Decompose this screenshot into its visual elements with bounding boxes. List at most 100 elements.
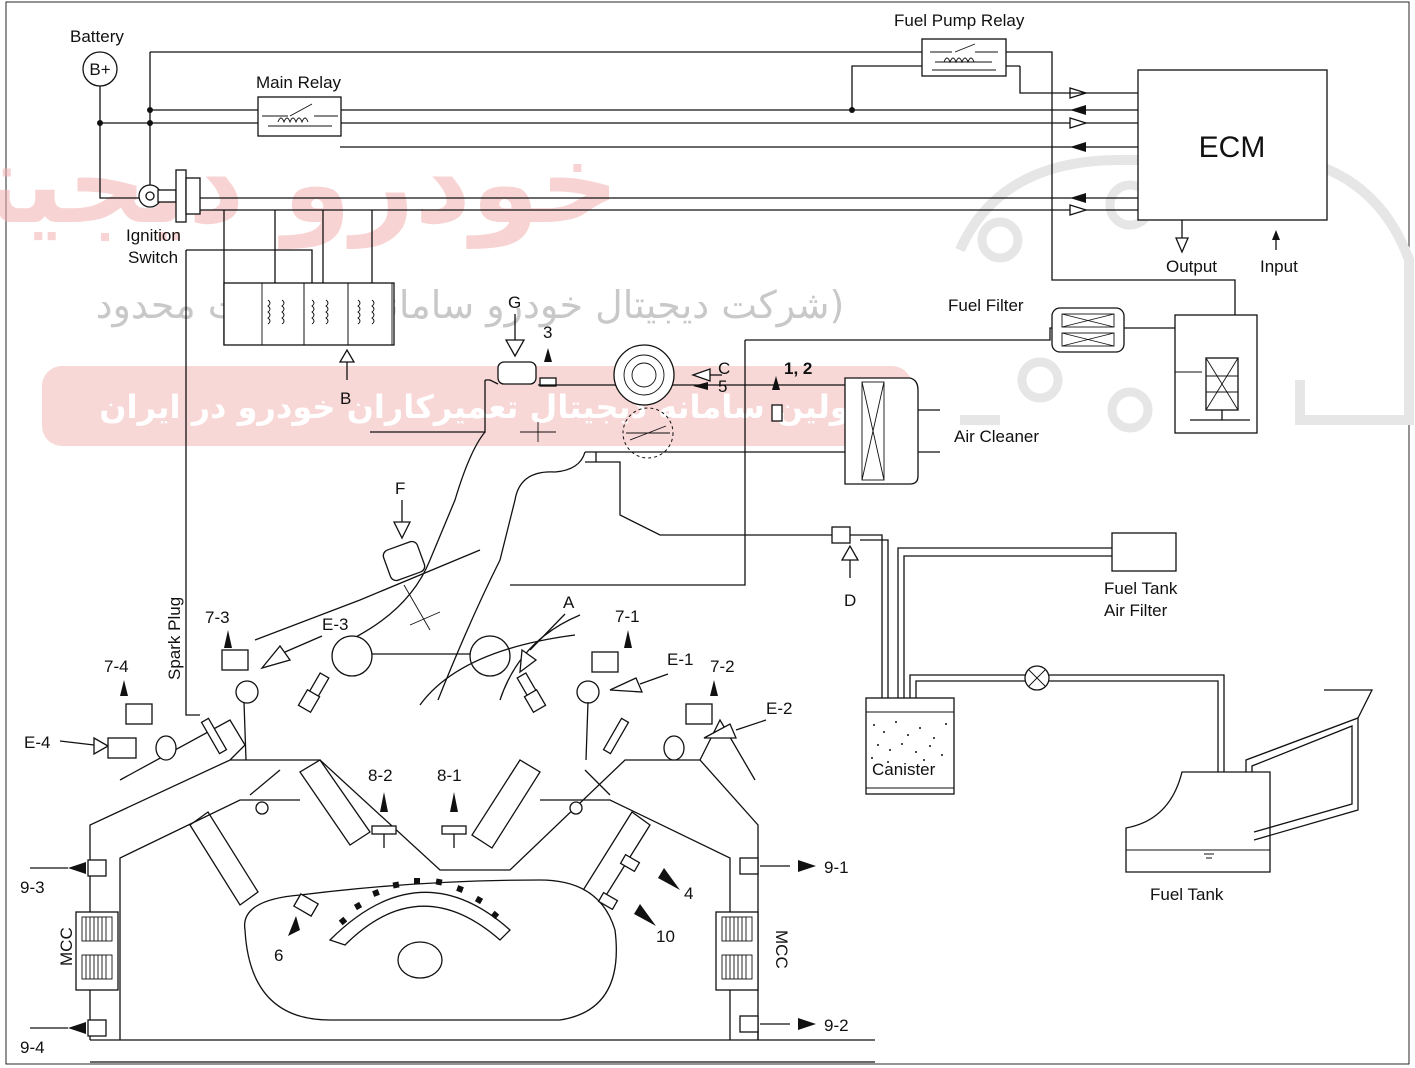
fuel-filter-cross (1061, 313, 1115, 347)
cylinder-head-edge (249, 769, 611, 796)
ecm-label: ECM (1199, 131, 1266, 164)
sensor-ring (631, 362, 657, 388)
mcc-left-label: MCC (57, 927, 76, 966)
idle-actuator (497, 361, 537, 385)
fuel-pump-relay-wire (851, 65, 1020, 110)
ref-e4-label: E-4 (24, 733, 50, 752)
sensor-71 (591, 651, 619, 673)
fuel-tank (1125, 771, 1271, 873)
throttle-plate-icon (520, 422, 556, 442)
sensor-arrow-icon (658, 868, 680, 890)
ignition-switch-label-1: Ignition (126, 226, 181, 245)
sensor-arrow-icon (68, 1022, 86, 1034)
intake-runner-left (349, 431, 486, 641)
pointer-e3 (284, 635, 323, 653)
sensor-6 (292, 893, 320, 917)
ref-e3-label: E-3 (322, 615, 348, 634)
sensor-81 (441, 825, 467, 835)
ref-6-label: 6 (274, 946, 283, 965)
sensor-f (382, 540, 426, 582)
pointer-arrow-icon (504, 339, 526, 358)
sensor-arrow-icon (68, 862, 86, 874)
o2-sensor-92 (739, 1015, 759, 1033)
intake-plenum-left (331, 635, 373, 677)
cylinder-right-2 (581, 811, 651, 906)
pointer-arrow-icon (260, 644, 292, 670)
fuel-pump-relay-label: Fuel Pump Relay (894, 11, 1025, 30)
air-cleaner-label: Air Cleaner (954, 427, 1039, 446)
spark-plug-left (200, 717, 228, 755)
cylinder-right (471, 759, 541, 849)
fuel-filter-element (1061, 332, 1115, 347)
ref-f-label: F (395, 479, 405, 498)
cylinder-port (569, 801, 583, 815)
air-cleaner-inlet (918, 409, 940, 453)
sensor-arrow-icon (544, 348, 552, 362)
ref-a-label: A (563, 593, 575, 612)
sensor-4 (619, 853, 641, 873)
cam-lobe (155, 735, 177, 761)
ecm-box (1137, 69, 1328, 221)
ref-81-label: 8-1 (437, 766, 462, 785)
ref-82-label: 8-2 (368, 766, 393, 785)
coil-wire-2 (186, 249, 313, 283)
mcc-right (715, 911, 759, 991)
canister (865, 697, 955, 795)
pointer-e1 (639, 673, 669, 685)
spark-plug-label: Spark Plug (165, 597, 184, 680)
fuel-injector-right (516, 672, 547, 714)
sensor-arrow-icon (624, 630, 632, 648)
sensor-e4 (107, 737, 137, 759)
sensor-arrow-icon (710, 680, 718, 696)
main-relay-label: Main Relay (256, 73, 342, 92)
cylinder-left-2 (299, 759, 371, 846)
cylinder-port (255, 801, 269, 815)
fuel-pump-element (1205, 357, 1239, 411)
ref-72-label: 7-2 (710, 657, 735, 676)
fuel-level-icon (1126, 849, 1270, 859)
pointer-arrow-icon (840, 544, 860, 561)
fuel-tank-air-filter-label-2: Air Filter (1104, 601, 1168, 620)
ignition-switch-icon (138, 169, 201, 223)
ref-73-label: 7-3 (205, 608, 230, 627)
fuel-filter-element (1061, 313, 1115, 328)
sensor-arrow-icon (450, 792, 458, 812)
intake-pipe-top (485, 379, 845, 386)
ref-91-label: 9-1 (824, 858, 849, 877)
output-arrow-icon (1175, 237, 1189, 254)
ref-94-label: 9-4 (20, 1038, 45, 1057)
ref-71-label: 7-1 (615, 607, 640, 626)
crank-trigger-wheel (328, 891, 511, 946)
sensor-72 (685, 703, 713, 725)
cylinder-left (189, 811, 259, 906)
sensor-ring (623, 354, 665, 396)
valve-stem (243, 701, 247, 761)
sensor-10 (597, 891, 619, 911)
throttle-valve (622, 407, 674, 459)
junction-dot (147, 107, 153, 113)
coil-windings-icon (261, 282, 393, 346)
coil-wires (223, 210, 373, 345)
pointer-a (529, 613, 566, 651)
mcc-right-label: MCC (772, 930, 791, 969)
sensor-f-linkage (403, 584, 441, 631)
o2-sensor-91 (739, 857, 759, 875)
cam-actuator-left (235, 680, 259, 704)
sensor-arrow-icon (288, 916, 300, 936)
air-cleaner (844, 377, 919, 485)
battery-terminal-label: B+ (89, 60, 110, 79)
pointer-arrow-icon (703, 723, 737, 739)
ref-93-label: 9-3 (20, 878, 45, 897)
relay-coil-icon (930, 43, 998, 71)
e3-wire (254, 549, 481, 641)
tank-vapor-line (1049, 674, 1225, 772)
frame (5, 1, 1410, 1065)
ecm-input-arrows (1019, 66, 1138, 216)
filler-cap (1324, 689, 1374, 719)
watermark-dot (1017, 357, 1063, 403)
sensor-73 (221, 649, 249, 671)
throttle-position-sensor (613, 344, 675, 406)
vacuum-line (585, 461, 830, 536)
ref-92-label: 9-2 (824, 1016, 849, 1035)
